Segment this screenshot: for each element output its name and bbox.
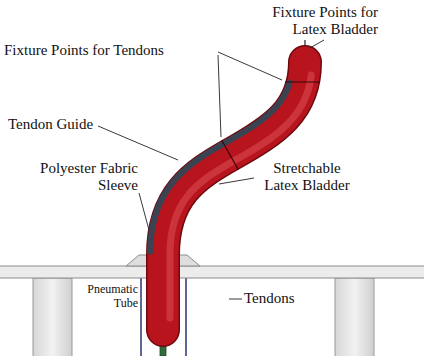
leader-line [310,40,324,48]
support-leg [335,278,374,356]
fixture-rod [304,40,305,46]
leader-line [218,55,221,137]
leader-line [98,126,178,160]
part-label: Stretchable Latex Bladder [256,160,358,194]
base-plate [0,266,424,278]
leader-line [229,299,242,300]
part-label: Polyester Fabric Sleeve [4,160,138,194]
part-label: Fixture Points for Tendons [4,42,164,59]
support-leg [33,278,72,356]
part-label: Tendons [244,290,295,307]
fixture-ring [285,81,320,82]
bladder-highlight [170,75,311,318]
fixture-ring [222,140,239,170]
leader-line [218,52,282,80]
part-label: Tendon Guide [8,116,93,133]
leader-line [139,193,149,230]
leader-line [219,178,254,184]
part-label: Pneumatic Tube [76,282,138,310]
part-label: Fixture Points for Latex Bladder [252,4,378,38]
